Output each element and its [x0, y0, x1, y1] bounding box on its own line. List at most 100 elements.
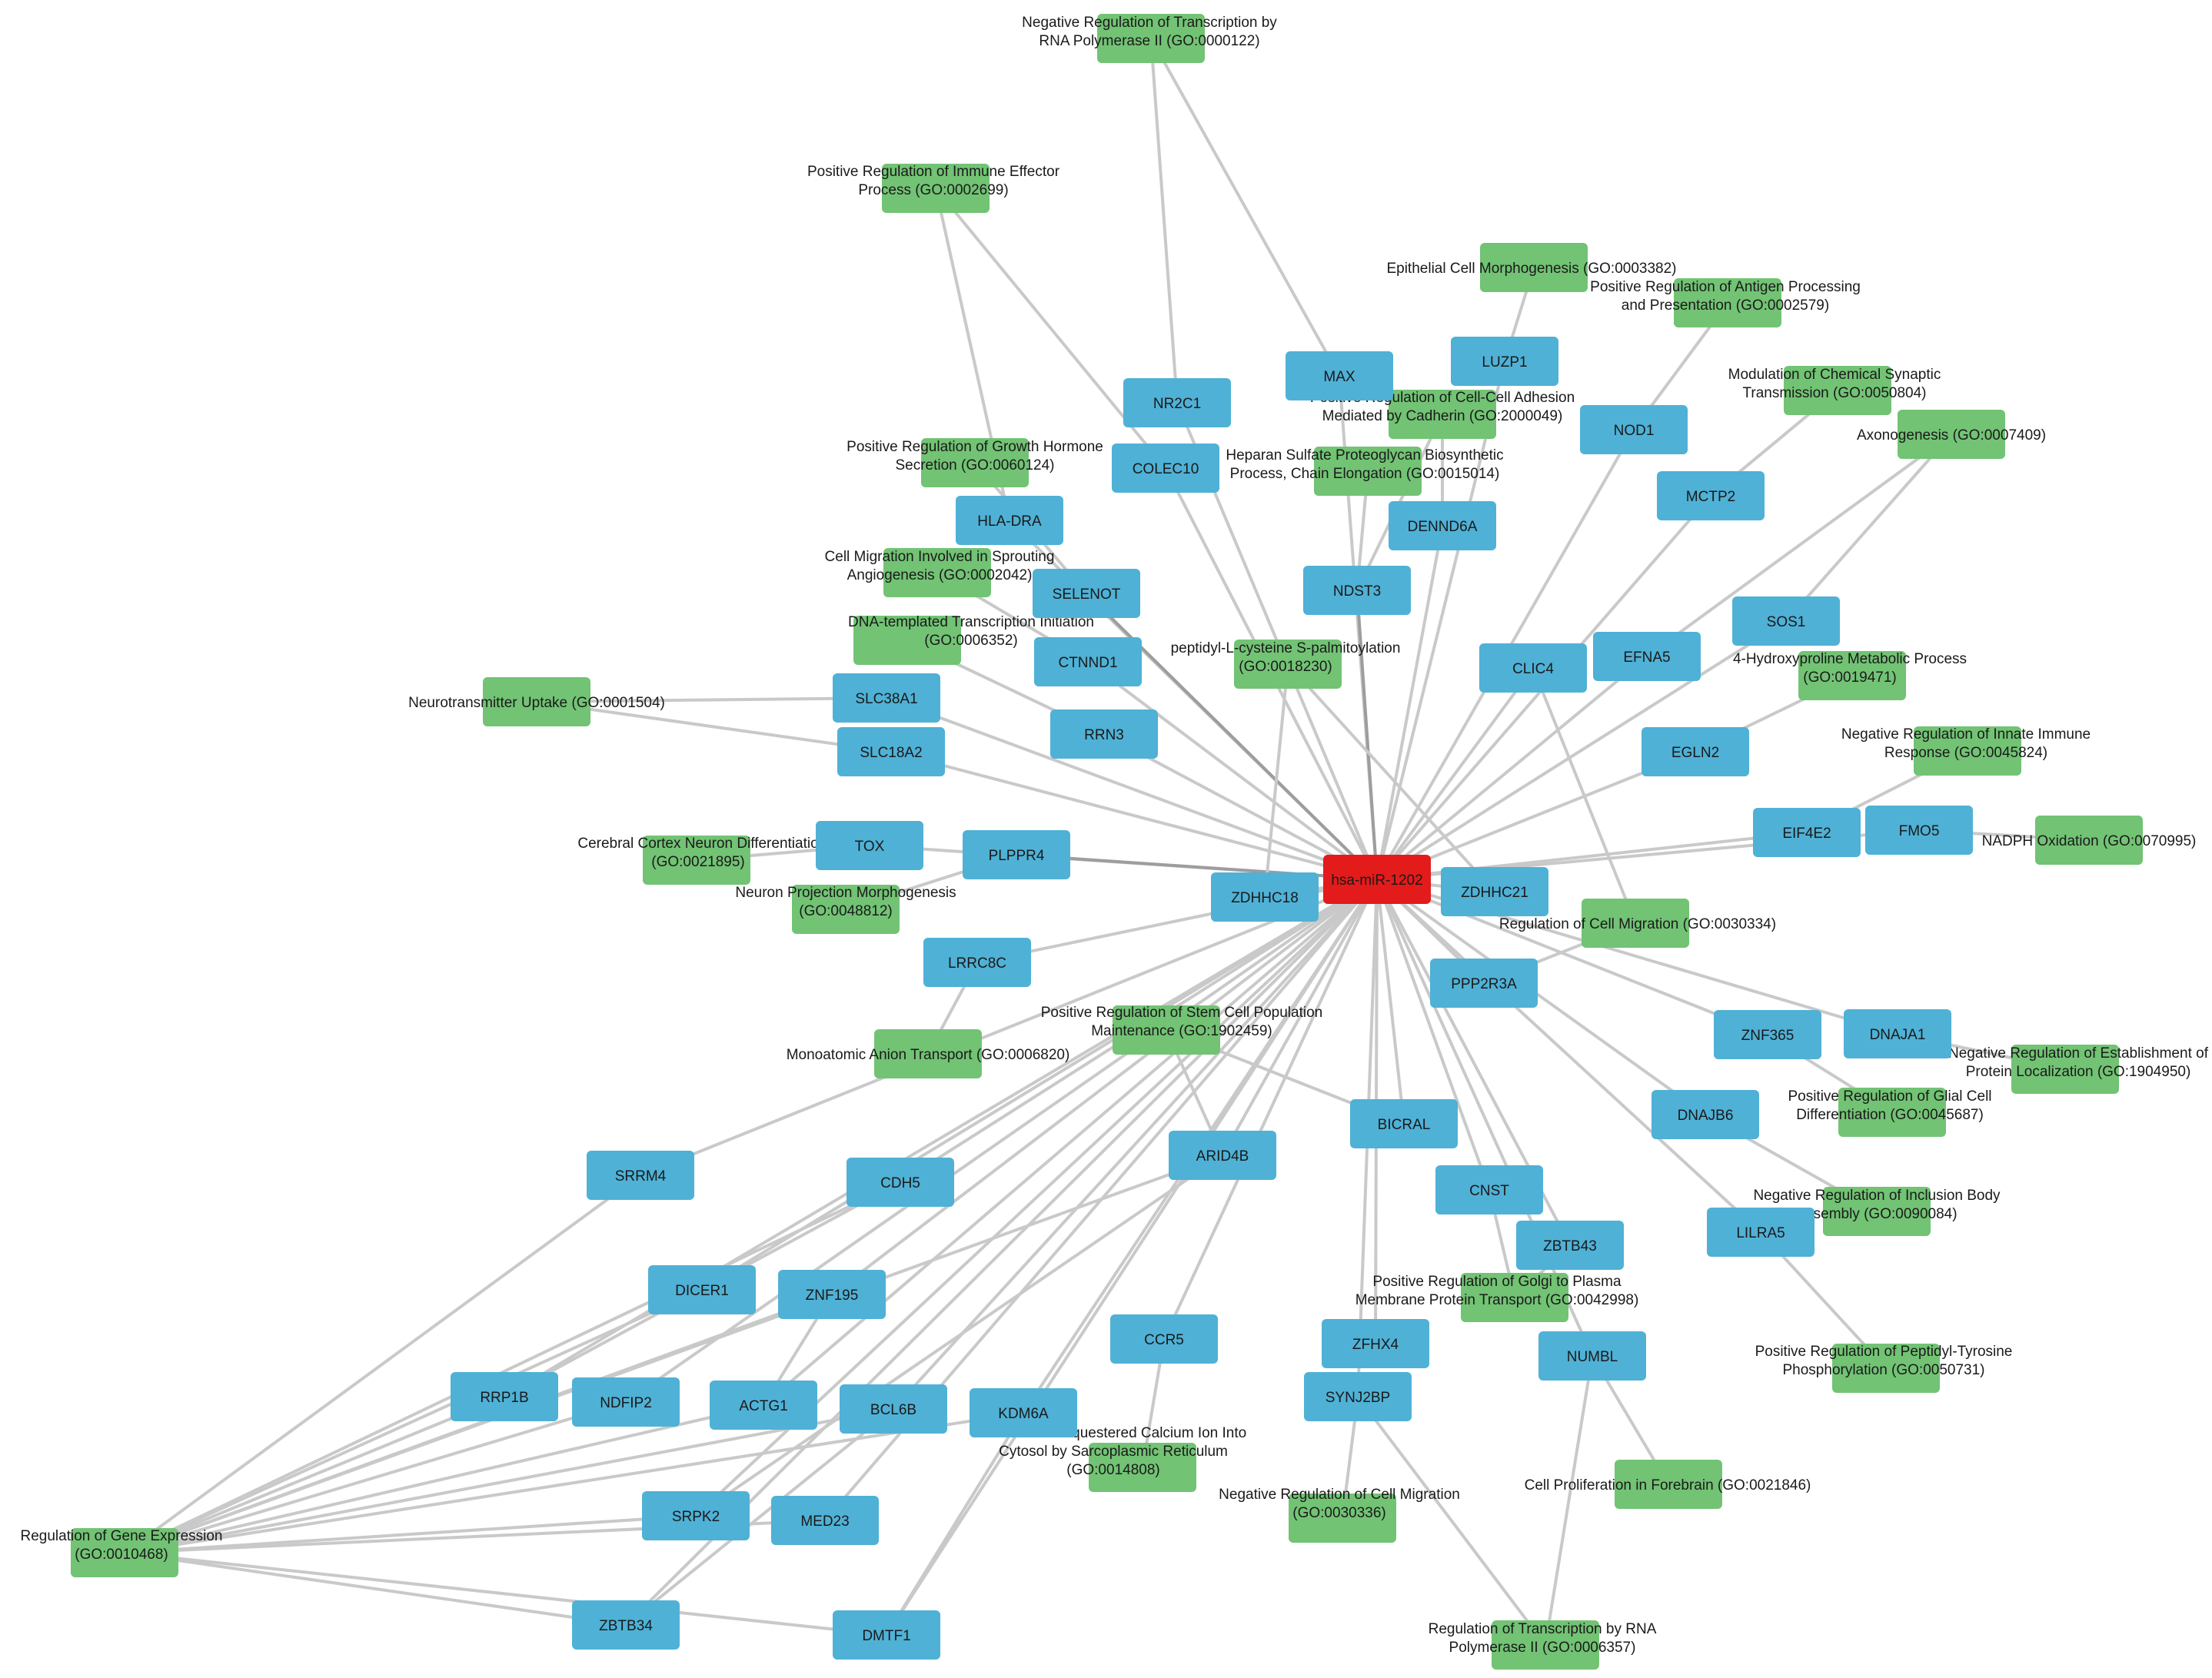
gene-node-med23[interactable]: MED23	[771, 1496, 879, 1545]
gene-node-bicral[interactable]: BICRAL	[1350, 1099, 1458, 1148]
gene-node-nr2c1[interactable]: NR2C1	[1123, 378, 1231, 427]
gene-node-dnajb6[interactable]: DNAJB6	[1652, 1090, 1759, 1139]
gene-node-sos1[interactable]: SOS1	[1732, 596, 1840, 646]
go-term-node[interactable]: Epithelial Cell Morphogenesis (GO:000338…	[1386, 243, 1677, 292]
gene-label: MED23	[800, 1514, 849, 1530]
go-term-label-line: Regulation of Transcription by RNA	[1429, 1621, 1657, 1637]
gene-node-selenot[interactable]: SELENOT	[1033, 569, 1140, 618]
gene-node-dmtf1[interactable]: DMTF1	[833, 1610, 940, 1660]
go-term-box	[1674, 278, 1781, 327]
go-term-node[interactable]: Neurotransmitter Uptake (GO:0001504)	[408, 677, 665, 726]
gene-node-efna5[interactable]: EFNA5	[1593, 632, 1701, 681]
gene-node-ndst3[interactable]: NDST3	[1303, 566, 1411, 615]
gene-node-zbtb34[interactable]: ZBTB34	[572, 1600, 680, 1650]
gene-node-rrn3[interactable]: RRN3	[1050, 709, 1158, 759]
gene-node-luzp1[interactable]: LUZP1	[1451, 337, 1558, 386]
gene-label: NOD1	[1614, 423, 1655, 439]
go-term-label-line: Positive Regulation of Stem Cell Populat…	[1041, 1005, 1322, 1021]
go-term-node[interactable]: Cerebral Cortex Neuron Differentiatio(GO…	[577, 836, 819, 885]
gene-node-nod1[interactable]: NOD1	[1580, 405, 1688, 454]
gene-node-ppp2r3a[interactable]: PPP2R3A	[1430, 959, 1538, 1008]
go-term-node[interactable]: Positive Regulation of Peptidyl-Tyrosine…	[1755, 1344, 2013, 1393]
go-term-node[interactable]: Axonogenesis (GO:0007409)	[1857, 410, 2046, 459]
gene-node-colec10[interactable]: COLEC10	[1112, 444, 1219, 493]
mirna-center-node[interactable]: hsa-miR-1202	[1323, 855, 1431, 904]
gene-node-bcl6b[interactable]: BCL6B	[840, 1384, 947, 1434]
gene-node-srrm4[interactable]: SRRM4	[587, 1151, 694, 1200]
gene-node-max[interactable]: MAX	[1286, 351, 1393, 400]
gene-node-clic4[interactable]: CLIC4	[1479, 643, 1587, 693]
go-term-node[interactable]: peptidyl-L-cysteine S-palmitoylation(GO:…	[1171, 640, 1401, 689]
gene-node-ctnnd1[interactable]: CTNND1	[1034, 637, 1142, 686]
gene-node-lrrc8c[interactable]: LRRC8C	[923, 938, 1031, 987]
gene-node-hla-dra[interactable]: HLA-DRA	[956, 496, 1063, 545]
gene-node-zbtb43[interactable]: ZBTB43	[1516, 1221, 1624, 1270]
gene-node-zfhx4[interactable]: ZFHX4	[1322, 1319, 1429, 1368]
go-term-node[interactable]: NADPH Oxidation (GO:0070995)	[1982, 816, 2197, 865]
gene-node-tox[interactable]: TOX	[816, 821, 923, 870]
gene-node-slc18a2[interactable]: SLC18A2	[837, 727, 945, 776]
gene-label: KDM6A	[998, 1406, 1049, 1422]
go-term-node[interactable]: 4-Hydroxyproline Metabolic Process(GO:00…	[1733, 651, 1967, 700]
go-term-node[interactable]: Neuron Projection Morphogenesis(GO:00488…	[735, 885, 956, 934]
gene-node-dnaja1[interactable]: DNAJA1	[1844, 1009, 1951, 1058]
go-term-node[interactable]: Positive Regulation of Antigen Processin…	[1590, 278, 1861, 327]
gene-node-dennd6a[interactable]: DENND6A	[1389, 501, 1496, 550]
go-term-node[interactable]: Regulation of Gene Expression(GO:0010468…	[21, 1528, 223, 1577]
gene-node-fmo5[interactable]: FMO5	[1865, 806, 1973, 855]
gene-label: SLC38A1	[855, 691, 917, 707]
gene-node-arid4b[interactable]: ARID4B	[1169, 1131, 1276, 1180]
edge-c-BICRAL	[1375, 879, 1405, 1125]
go-term-label-line: Process (GO:0002699)	[858, 182, 1008, 198]
gene-node-slc38a1[interactable]: SLC38A1	[833, 673, 940, 723]
gene-node-kdm6a[interactable]: KDM6A	[970, 1388, 1077, 1437]
gene-node-zdhhc18[interactable]: ZDHHC18	[1211, 872, 1319, 922]
go-term-label-line: Angiogenesis (GO:0002042)	[847, 567, 1033, 583]
gene-node-rrp1b[interactable]: RRP1B	[451, 1372, 558, 1421]
go-term-node[interactable]: Cell Proliferation in Forebrain (GO:0021…	[1525, 1460, 1811, 1509]
gene-node-znf365[interactable]: ZNF365	[1714, 1010, 1821, 1059]
go-term-node[interactable]: Regulation of Cell Migration (GO:0030334…	[1499, 899, 1776, 948]
gene-label: EFNA5	[1623, 650, 1670, 666]
gene-node-actg1[interactable]: ACTG1	[710, 1381, 817, 1430]
gene-node-synj2bp[interactable]: SYNJ2BP	[1304, 1372, 1412, 1421]
gene-node-znf195[interactable]: ZNF195	[778, 1270, 886, 1319]
gene-box	[837, 727, 945, 776]
edge-t0010468-CDH5	[124, 1181, 901, 1554]
gene-node-lilra5[interactable]: LILRA5	[1707, 1208, 1815, 1257]
go-term-box	[1314, 447, 1422, 496]
gene-node-egln2[interactable]: EGLN2	[1642, 727, 1749, 776]
go-term-node[interactable]: Monoatomic Anion Transport (GO:0006820)	[787, 1029, 1070, 1078]
go-term-node[interactable]: Positive Regulation of Cell-Cell Adhesio…	[1310, 390, 1575, 439]
gene-node-cdh5[interactable]: CDH5	[847, 1158, 954, 1207]
gene-node-zdhhc21[interactable]: ZDHHC21	[1441, 867, 1548, 916]
gene-node-ccr5[interactable]: CCR5	[1110, 1314, 1218, 1364]
go-term-node[interactable]: Heparan Sulfate Proteoglycan Biosyntheti…	[1226, 447, 1504, 496]
gene-node-srpk2[interactable]: SRPK2	[642, 1491, 750, 1540]
gene-node-dicer1[interactable]: DICER1	[648, 1265, 756, 1314]
gene-node-eif4e2[interactable]: EIF4E2	[1753, 808, 1861, 857]
gene-node-ndfip2[interactable]: NDFIP2	[572, 1377, 680, 1427]
gene-box	[1304, 1372, 1412, 1421]
gene-node-numbl[interactable]: NUMBL	[1538, 1331, 1646, 1381]
gene-node-cnst[interactable]: CNST	[1435, 1165, 1543, 1214]
go-term-label-line: Positive Regulation of Growth Hormone	[847, 439, 1103, 455]
gene-node-mctp2[interactable]: MCTP2	[1657, 471, 1765, 520]
gene-node-plppr4[interactable]: PLPPR4	[963, 830, 1070, 879]
go-term-label: DNA-templated Transcription Initiation(G…	[848, 614, 1094, 649]
go-term-node[interactable]: Positive Regulation of Stem Cell Populat…	[1041, 1005, 1322, 1055]
go-term-node[interactable]: DNA-templated Transcription Initiation(G…	[848, 614, 1094, 665]
go-term-node[interactable]: Negative Regulation of Cell Migration(GO…	[1219, 1487, 1460, 1543]
edge-c-DENND6A	[1375, 525, 1444, 880]
